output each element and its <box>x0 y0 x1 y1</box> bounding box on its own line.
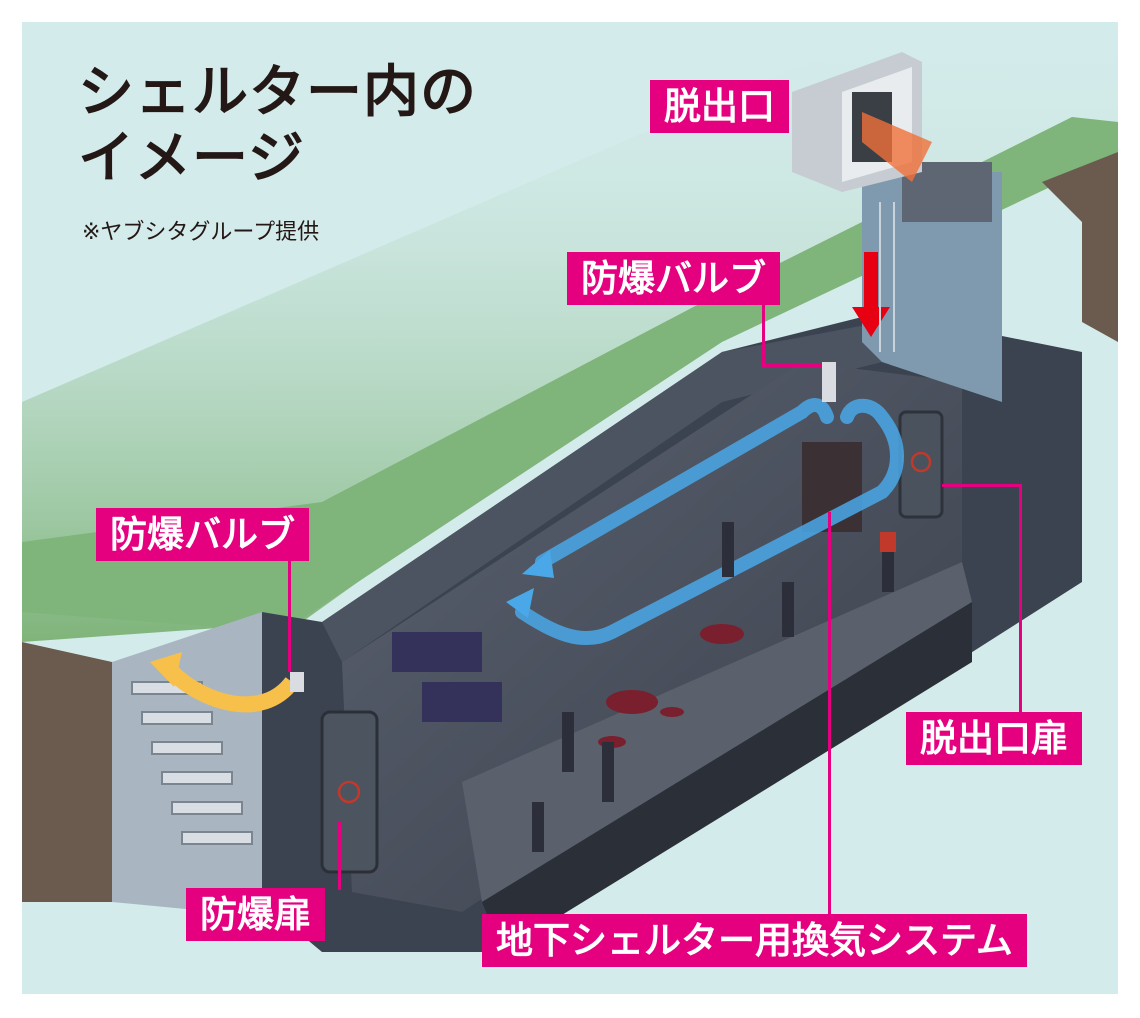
soil-right <box>1042 152 1118 342</box>
airflow-path <box>515 398 904 646</box>
exhaust-arrowhead <box>150 652 182 687</box>
leader-blast-valve-left <box>288 560 291 672</box>
leader-blast-valve-top-h <box>762 364 822 367</box>
ladder <box>879 202 895 352</box>
furniture <box>598 624 744 748</box>
airflow-arrowhead-2 <box>506 588 534 618</box>
airflow-arrowhead-1 <box>522 550 554 578</box>
ground-grass <box>22 117 1118 632</box>
shelter-illustration <box>22 22 1118 952</box>
leader-escape-door-h <box>942 484 1022 487</box>
stairs <box>131 681 253 845</box>
escape-door-graphic <box>898 410 944 519</box>
label-ventilation-system: 地下シェルター用換気システム <box>482 914 1027 967</box>
leader-escape-door-v <box>1019 484 1022 714</box>
leader-ventilation-system <box>828 512 831 916</box>
storage-area <box>482 602 972 952</box>
people-tops <box>880 532 896 552</box>
leader-blast-door <box>338 822 341 890</box>
escape-shaft <box>862 172 1002 402</box>
blast-valve-top-device <box>822 362 836 402</box>
label-blast-valve-left: 防爆バルブ <box>96 508 309 561</box>
title-line-2: イメージ <box>78 126 305 191</box>
blast-door-graphic <box>320 710 379 874</box>
image-credit: ※ヤブシタグループ提供 <box>82 220 320 245</box>
escape-hatch <box>792 52 932 192</box>
soil-left <box>22 642 112 902</box>
label-escape-exit: 脱出口 <box>650 80 789 133</box>
people <box>532 522 894 852</box>
sofas <box>392 632 502 722</box>
bunker-ceiling <box>322 322 882 662</box>
label-escape-door: 脱出口扉 <box>906 712 1082 765</box>
page-title: シェルター内の イメージ <box>78 60 477 192</box>
blast-valve-left-device <box>290 672 304 692</box>
illustration-frame: シェルター内の イメージ ※ヤブシタグループ提供 脱出口 防爆バルブ 防爆バルブ… <box>22 22 1118 994</box>
label-blast-door: 防爆扉 <box>186 888 325 941</box>
exhaust-flow <box>166 666 299 713</box>
label-blast-valve-top: 防爆バルブ <box>567 252 780 305</box>
title-line-1: シェルター内の <box>78 60 477 125</box>
leader-blast-valve-top-v <box>762 304 765 366</box>
interior-floor <box>462 562 972 902</box>
